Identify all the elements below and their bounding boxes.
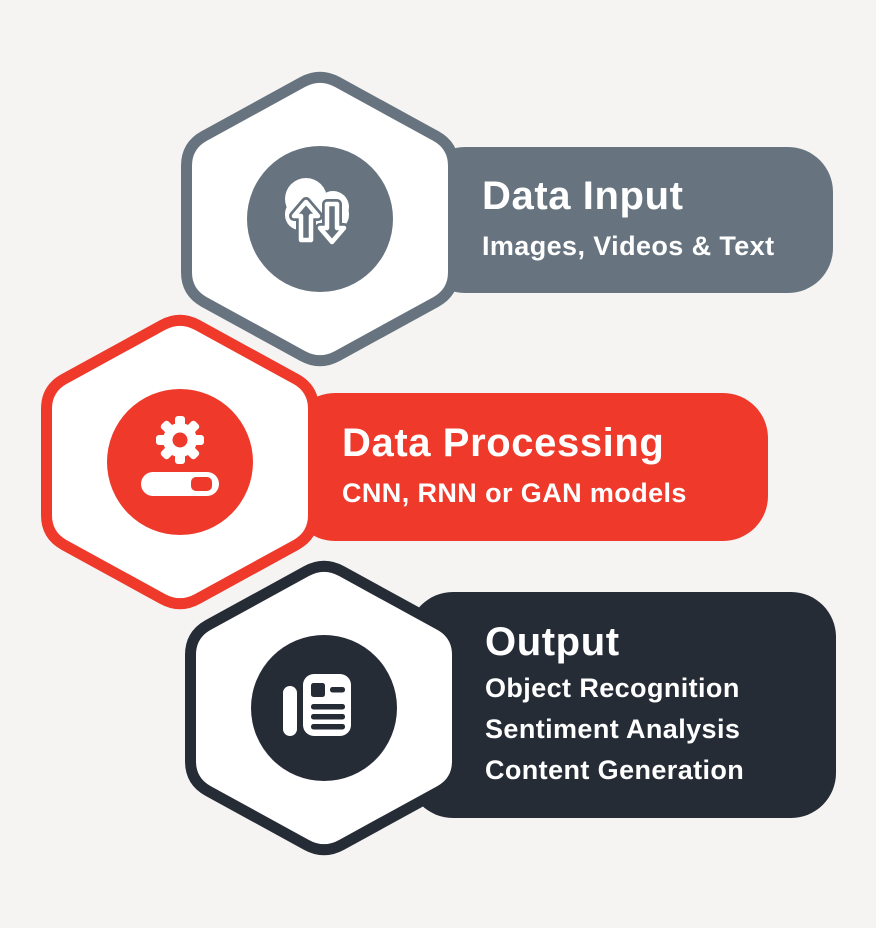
hexagon-data-processing [41, 314, 319, 610]
card-subtitle: Content Generation [485, 755, 745, 786]
card-title: Data Processing [342, 421, 665, 466]
card-subtitle: CNN, RNN or GAN models [342, 477, 687, 508]
card-subtitle: Sentiment Analysis [485, 714, 741, 745]
card-output: Output Object Recognition Sentiment Anal… [408, 592, 836, 818]
card-title: Data Input [482, 174, 684, 219]
gear-progress-icon [141, 416, 219, 496]
hexagon-data-input [181, 71, 459, 367]
card-subtitle: Images, Videos & Text [482, 230, 775, 261]
card-data-input: Data Input Images, Videos & Text [420, 147, 833, 293]
hexagon-output [185, 560, 463, 856]
card-data-processing: Data Processing CNN, RNN or GAN models [290, 393, 768, 541]
card-title: Output [485, 619, 620, 664]
cloud-upload-download-icon [285, 178, 349, 247]
card-subtitle: Object Recognition [485, 673, 740, 704]
news-document-icon [283, 674, 351, 736]
